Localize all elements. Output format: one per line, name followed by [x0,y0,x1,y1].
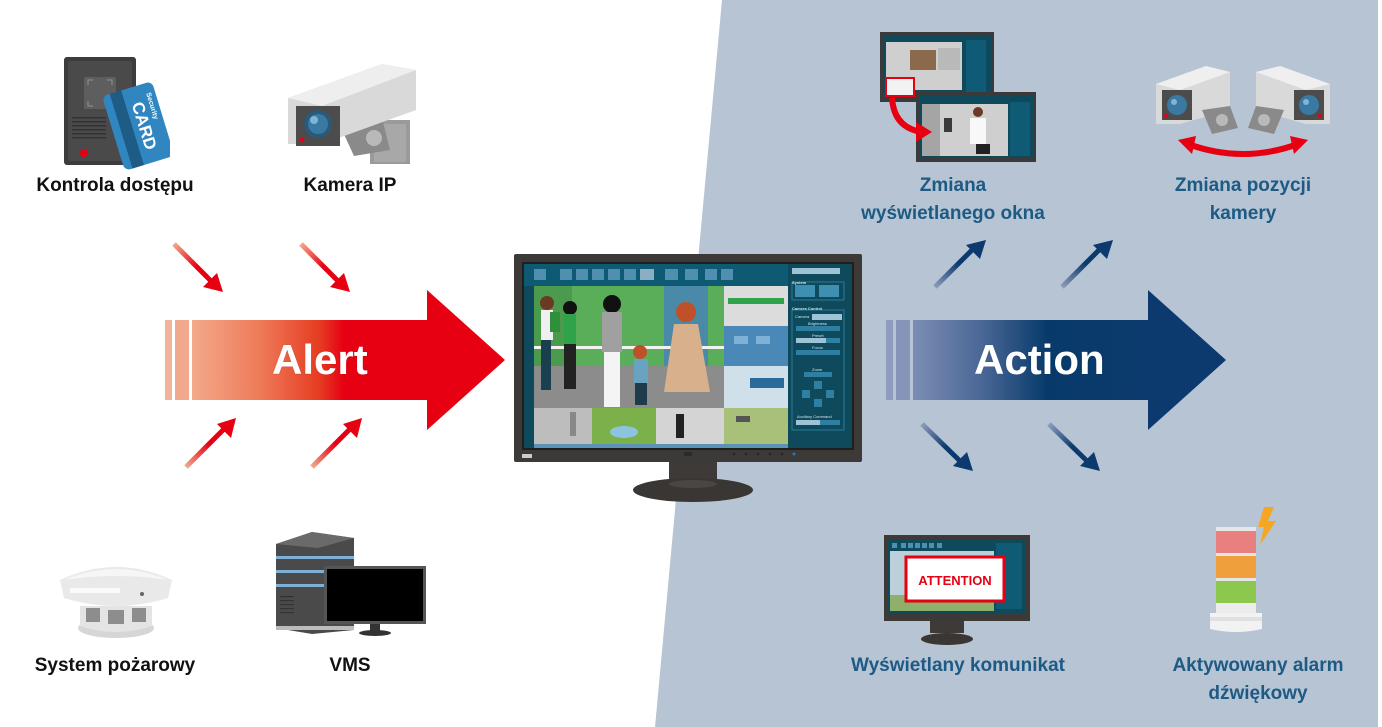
central-monitor: System Camera Control Camera Brightness … [514,254,864,504]
panel-zoom-label: Zoom [812,367,823,372]
panel-preset-label: Preset [812,333,824,338]
input-label-fire-system: System pożarowy [34,655,196,676]
panel-focus-label: Focus [812,345,823,350]
output-label-message: Wyświetlany komunikat [851,655,1065,676]
small-arrow-out-2 [1060,240,1113,289]
attention-message: ATTENTION [918,573,992,588]
panel-auxiliary-label: Auxiliary Command [797,414,832,419]
panel-camera-label: Camera [795,314,810,319]
output-label-alarm-line1: Aktywowany alarm [1172,655,1344,676]
input-label-ip-camera: Kamera IP [303,175,397,196]
attention-monitor-icon: ATTENTION [884,535,1032,647]
alert-title: Alert [272,336,368,383]
small-arrow-out-1 [933,240,986,289]
smoke-detector-icon [56,558,176,640]
lightning-bolt-icon [1258,507,1276,545]
camera-rotate-icon [1152,62,1334,160]
output-label-window-switch: Zmiana wyświetlanego okna [838,172,1068,228]
small-arrow-in-3 [184,418,236,469]
input-label-access-control: Kontrola dostępu [36,175,194,196]
output-label-alarm: Aktywowany alarm dźwiękowy [1128,652,1382,708]
signal-tower-icon [1208,505,1288,635]
server-monitor-icon [272,530,428,638]
access-card-reader-icon: Security CARD [60,55,170,170]
panel-system-label: System [792,280,807,285]
small-arrow-out-4 [1047,422,1100,471]
output-label-camera-rotate-line2: kamery [1209,203,1277,224]
panel-camera-control-label: Camera Control [792,306,823,311]
small-arrow-out-3 [920,422,973,471]
small-arrow-in-2 [299,242,350,292]
panel-brightness-label: Brightness [808,321,827,326]
output-label-window-switch-line1: Zmiana [919,175,987,196]
small-arrow-in-4 [310,418,362,469]
action-arrow [886,290,1226,436]
action-title: Action [974,336,1105,383]
alert-arrow [165,290,505,436]
window-switch-icon [880,32,1036,164]
output-label-alarm-line2: dźwiękowy [1208,683,1308,704]
output-label-window-switch-line2: wyświetlanego okna [861,203,1045,224]
ip-camera-icon [282,60,422,170]
small-arrow-in-1 [172,242,223,292]
output-label-camera-rotate-line1: Zmiana pozycji [1174,175,1312,196]
monitor-stand-base [633,478,753,502]
output-label-camera-rotate: Zmiana pozycji kamery [1128,172,1358,228]
input-label-vms: VMS [329,655,371,676]
